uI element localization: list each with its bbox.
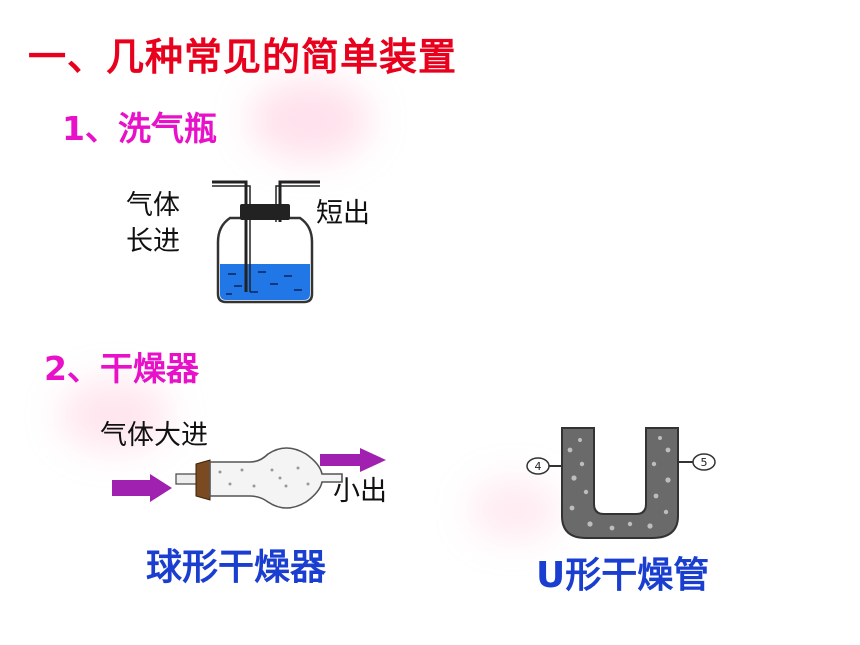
section-heading-dryer: 2、干燥器 [44, 349, 199, 388]
wash-bottle-inlet-line2: 长进 [126, 226, 180, 257]
page-title: 一、几种常见的简单装置 [28, 35, 458, 79]
u-tube-left-marker-text: 4 [535, 460, 542, 473]
wash-bottle-liquid [220, 264, 310, 300]
ball-dryer-inlet-label: 气体大进 [100, 420, 208, 451]
u-tube-diagram: 4 5 [526, 427, 716, 539]
wash-bottle-inlet-line1: 气体 [126, 190, 180, 221]
u-tube-caption: U形干燥管 [536, 555, 710, 596]
inlet-arrow-icon [112, 474, 172, 502]
wash-bottle-diagram [212, 180, 320, 304]
u-tube-right-marker-text: 5 [701, 456, 708, 469]
ball-dryer-diagram [112, 447, 386, 509]
ball-dryer-caption: 球形干燥器 [146, 547, 327, 588]
section-heading-wash-bottle: 1、洗气瓶 [62, 109, 217, 148]
u-tube-left-marker [526, 457, 550, 475]
wash-bottle-inlet-label: 气体 长进 [126, 188, 180, 260]
wash-bottle-outlet-label: 短出 [316, 198, 370, 229]
outlet-arrow-icon [320, 448, 386, 472]
u-tube-right-marker [692, 453, 716, 471]
background-flower-decoration [250, 80, 370, 160]
